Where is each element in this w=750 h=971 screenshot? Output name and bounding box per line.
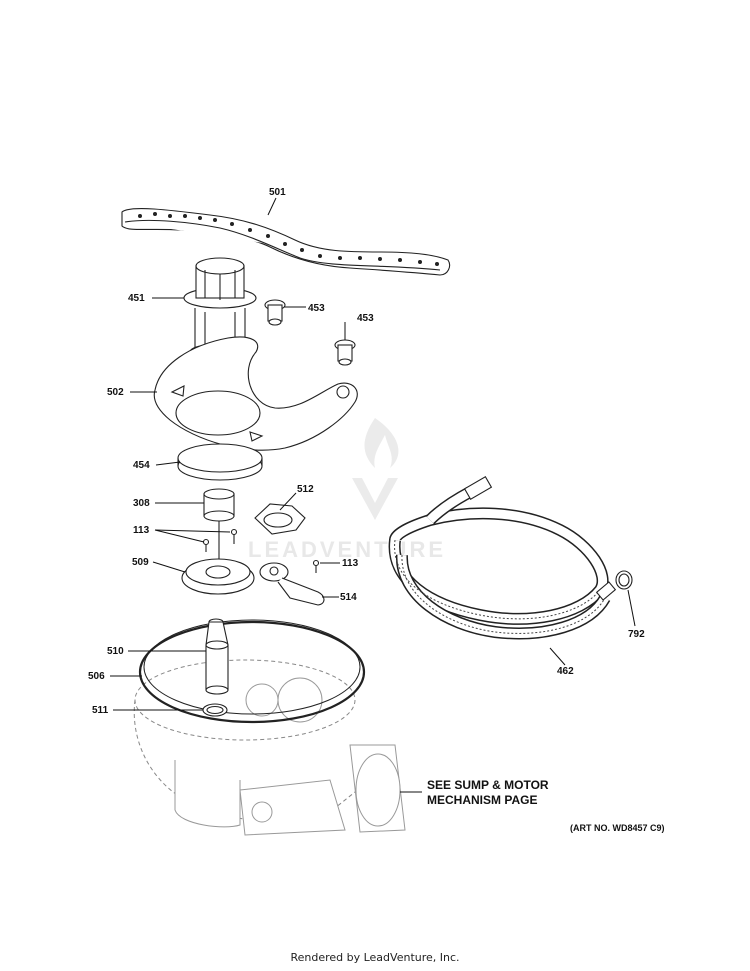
upper-spray-arm (121, 208, 451, 276)
art-number: (ART NO. WD8457 C9) (570, 823, 665, 833)
sump-gasket-506 (138, 619, 366, 724)
tube-510 (205, 618, 229, 695)
nozzle-lower (334, 339, 356, 366)
callout-451: 451 (128, 293, 145, 304)
bracket-512 (254, 503, 306, 535)
screws-113 (202, 528, 320, 573)
callout-514: 514 (340, 592, 357, 603)
watermark-text: LEADVENTURE (248, 537, 446, 562)
callout-113-left: 113 (133, 525, 150, 536)
pump-cover-509 (181, 558, 255, 595)
lower-spray-arm (153, 336, 358, 451)
callout-462: 462 (557, 666, 574, 677)
callout-510: 510 (107, 646, 124, 657)
nozzle-upper (264, 299, 286, 326)
sump-housing-ghost (133, 659, 406, 836)
callout-501: 501 (269, 187, 286, 198)
callout-308: 308 (133, 498, 150, 509)
callout-113-right: 113 (342, 558, 359, 569)
callout-453-lower: 453 (357, 313, 374, 324)
callout-labels: 501 451 453 453 502 454 308 512 113 113 … (88, 187, 645, 716)
reference-note: SEE SUMP & MOTOR MECHANISM PAGE (427, 778, 549, 807)
callout-512: 512 (297, 484, 314, 495)
callout-509: 509 (132, 557, 149, 568)
callout-506: 506 (88, 671, 105, 682)
callout-453-upper: 453 (308, 303, 325, 314)
reference-note-line2: MECHANISM PAGE (427, 793, 537, 807)
callout-502: 502 (107, 387, 124, 398)
o-ring-511 (202, 703, 228, 717)
filter-ring (177, 443, 263, 481)
leader-lines (110, 197, 636, 793)
reference-note-line1: SEE SUMP & MOTOR (427, 778, 549, 792)
hose-clamp-792 (615, 570, 633, 590)
callout-454: 454 (133, 460, 150, 471)
coupling-308 (203, 488, 235, 590)
callout-792: 792 (628, 629, 645, 640)
footer-credit: Rendered by LeadVenture, Inc. (290, 951, 460, 964)
drain-hose-462 (388, 476, 617, 640)
arm-514 (259, 562, 325, 606)
watermark-logo: LEADVENTURE (248, 418, 446, 562)
callout-511: 511 (92, 705, 109, 716)
